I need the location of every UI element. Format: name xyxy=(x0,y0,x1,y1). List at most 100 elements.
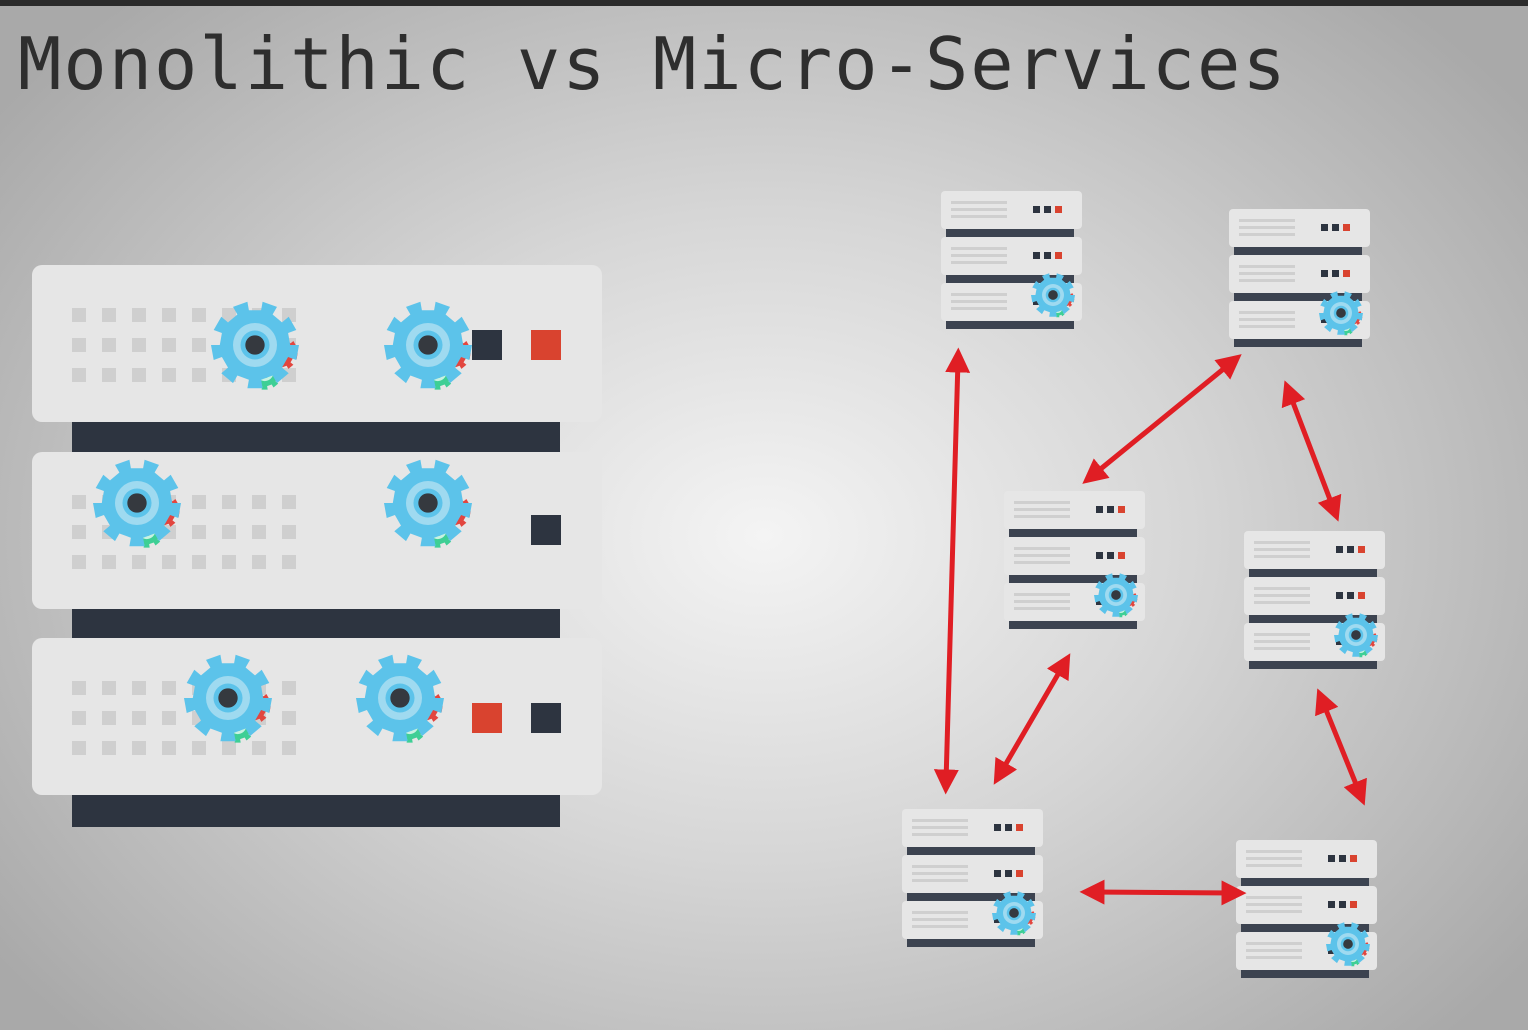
gear-cluster xyxy=(93,459,181,548)
vent-line xyxy=(951,201,1007,204)
status-light xyxy=(1358,592,1365,599)
gear-cluster xyxy=(211,301,299,390)
vent-line xyxy=(1014,593,1070,596)
vent-line xyxy=(1014,561,1070,564)
server-slot xyxy=(1004,491,1145,529)
status-light xyxy=(1033,252,1040,259)
vent-line xyxy=(951,307,1007,310)
server-slot xyxy=(941,191,1082,229)
micro-server-icon xyxy=(1236,840,1377,978)
status-light xyxy=(1358,546,1365,553)
vent-line xyxy=(1014,515,1070,518)
vent-dot xyxy=(282,741,296,755)
vent-dot xyxy=(72,308,86,322)
status-light xyxy=(1328,901,1335,908)
gear-icon xyxy=(1326,922,1370,966)
gear-cluster xyxy=(1326,922,1370,967)
vent-line xyxy=(951,261,1007,264)
vent-dot xyxy=(192,555,206,569)
vent-line xyxy=(1239,318,1295,321)
gear-icon xyxy=(992,891,1036,935)
vent-line xyxy=(1239,272,1295,275)
status-light xyxy=(531,515,561,545)
vent-dot xyxy=(132,681,146,695)
vent-line xyxy=(1254,633,1310,636)
status-light xyxy=(994,916,1001,923)
status-light xyxy=(1339,901,1346,908)
micro-server-icon xyxy=(1244,531,1385,669)
server-slot xyxy=(1236,840,1377,878)
vent-line xyxy=(1254,647,1310,650)
status-light xyxy=(994,824,1001,831)
vent-dot xyxy=(102,555,116,569)
vent-dot xyxy=(72,681,86,695)
vent-dot xyxy=(102,711,116,725)
gear-icon xyxy=(1334,613,1378,657)
status-light xyxy=(1107,506,1114,513)
double-arrow-icon xyxy=(1082,354,1242,484)
vent-line xyxy=(1014,547,1070,550)
status-light xyxy=(1332,224,1339,231)
double-arrow-icon xyxy=(993,653,1071,785)
vent-line xyxy=(1254,587,1310,590)
vent-dot xyxy=(72,495,86,509)
status-light xyxy=(1328,947,1335,954)
vent-line xyxy=(1239,226,1295,229)
vent-dot xyxy=(132,711,146,725)
vent-line xyxy=(1246,942,1302,945)
vent-line xyxy=(1014,607,1070,610)
vent-dot xyxy=(192,495,206,509)
vent-dot xyxy=(132,368,146,382)
vent-line xyxy=(951,254,1007,257)
status-light xyxy=(1339,855,1346,862)
vent-line xyxy=(912,826,968,829)
server-slot xyxy=(1244,531,1385,569)
gear-icon xyxy=(356,654,444,742)
vent-line xyxy=(1014,600,1070,603)
gear-icon xyxy=(1031,273,1075,317)
double-arrow-icon xyxy=(1079,879,1247,906)
vent-line xyxy=(1254,541,1310,544)
vent-line xyxy=(912,911,968,914)
status-light xyxy=(1118,506,1125,513)
status-light xyxy=(1336,638,1343,645)
gear-cluster xyxy=(1334,613,1378,658)
status-light xyxy=(1005,824,1012,831)
status-light xyxy=(531,703,561,733)
server-slot xyxy=(1229,255,1370,293)
vent-dot xyxy=(132,555,146,569)
status-light xyxy=(1033,298,1040,305)
vent-line xyxy=(1014,508,1070,511)
vent-dot xyxy=(222,525,236,539)
vent-dot xyxy=(192,308,206,322)
server-slot xyxy=(1229,209,1370,247)
status-light xyxy=(1343,270,1350,277)
status-light xyxy=(1107,552,1114,559)
vent-dot xyxy=(192,368,206,382)
vent-dot xyxy=(222,495,236,509)
status-light xyxy=(1033,206,1040,213)
gear-cluster xyxy=(356,654,444,743)
vent-dot xyxy=(282,308,296,322)
double-arrow-icon xyxy=(1315,688,1367,806)
status-light xyxy=(1044,206,1051,213)
vent-dot xyxy=(72,555,86,569)
status-light xyxy=(531,330,561,360)
vent-dot xyxy=(192,338,206,352)
vent-line xyxy=(912,879,968,882)
status-light xyxy=(1350,901,1357,908)
vent-dot xyxy=(102,308,116,322)
status-light xyxy=(1005,870,1012,877)
server-slot xyxy=(1004,537,1145,575)
vent-dot xyxy=(282,711,296,725)
vent-line xyxy=(1239,279,1295,282)
vent-line xyxy=(1254,601,1310,604)
micro-services-group xyxy=(902,191,1385,978)
vent-dot xyxy=(252,525,266,539)
status-light xyxy=(472,703,502,733)
status-light xyxy=(1336,592,1343,599)
gear-cluster xyxy=(1094,573,1138,618)
vent-dot xyxy=(282,681,296,695)
server-slot xyxy=(1244,577,1385,615)
double-arrow-icon xyxy=(933,347,971,795)
